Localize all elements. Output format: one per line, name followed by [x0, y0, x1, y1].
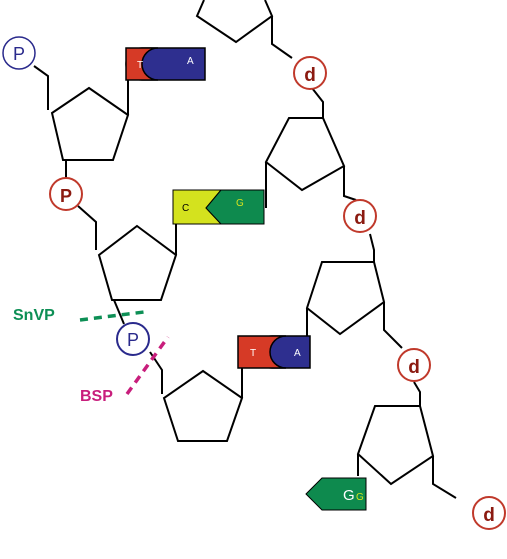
- base-pair-2: C G: [172, 189, 265, 225]
- sugar-ring-3: [162, 369, 244, 442]
- bond-d3-sugarC: [413, 381, 421, 406]
- base-t-1: [125, 47, 159, 81]
- bond-sugar0-p: [271, 16, 293, 59]
- bond-sugar2-p3: [113, 299, 125, 325]
- phosphate-top-left: P: [2, 36, 36, 70]
- bsp-marker: BSP: [80, 335, 170, 405]
- bond-d1-sugarA: [311, 87, 324, 118]
- phosphate-label: d: [408, 357, 420, 378]
- base-a-label: A: [187, 56, 194, 67]
- phosphate-middle-left: P: [49, 177, 83, 211]
- bond-p1-sugar1: [33, 65, 49, 110]
- phosphate-label: P: [127, 330, 139, 350]
- snvp-label: SnVP: [13, 307, 55, 324]
- phosphate-right-1: d: [293, 56, 327, 90]
- base-g-small-label: G: [356, 492, 364, 503]
- phosphate-label: d: [304, 65, 316, 86]
- phosphate-label: d: [354, 208, 366, 229]
- base-t-label: T: [250, 348, 256, 359]
- base-t-label: T: [137, 60, 143, 71]
- phosphate-right-4: d: [472, 496, 506, 530]
- left-strand: [33, 65, 244, 442]
- bsp-label: BSP: [80, 388, 113, 405]
- base-g-2: [205, 189, 265, 225]
- bond-d2-sugarB: [369, 233, 375, 262]
- bsp-cleavage-line: [125, 335, 170, 396]
- base-g-label: G: [343, 487, 355, 504]
- sugar-ring-2: [97, 224, 178, 301]
- base-g-unpaired: G G: [305, 477, 367, 511]
- sugar-ring-b: [305, 261, 386, 336]
- bond-sugarC-d4: [432, 456, 457, 499]
- sugar-ring-a: [264, 117, 346, 192]
- bond-sugarB-d3: [383, 302, 403, 349]
- bond-sugarA-d2: [343, 166, 357, 201]
- phosphate-label: d: [483, 505, 495, 526]
- snvp-marker: SnVP: [13, 307, 145, 324]
- base-a-label: A: [294, 348, 301, 359]
- phosphate-right-3: d: [397, 348, 431, 382]
- snvp-cleavage-line: [79, 310, 145, 322]
- base-c-label: C: [182, 203, 189, 214]
- sugar-ring-1: [50, 86, 130, 161]
- phosphate-label: P: [13, 44, 25, 64]
- sugar-ring-c: [356, 405, 435, 486]
- base-pair-3: T A: [237, 335, 311, 369]
- bond-p2-sugar2: [77, 205, 97, 250]
- base-pair-1: T A: [125, 47, 206, 81]
- phosphate-cleavage-site: P: [116, 322, 150, 356]
- phosphate-right-2: d: [343, 199, 377, 233]
- sugar-ring-0-partial: [195, 0, 274, 44]
- phosphate-label: P: [60, 186, 72, 206]
- base-g-label: G: [236, 198, 244, 209]
- base-t-3: [237, 335, 287, 369]
